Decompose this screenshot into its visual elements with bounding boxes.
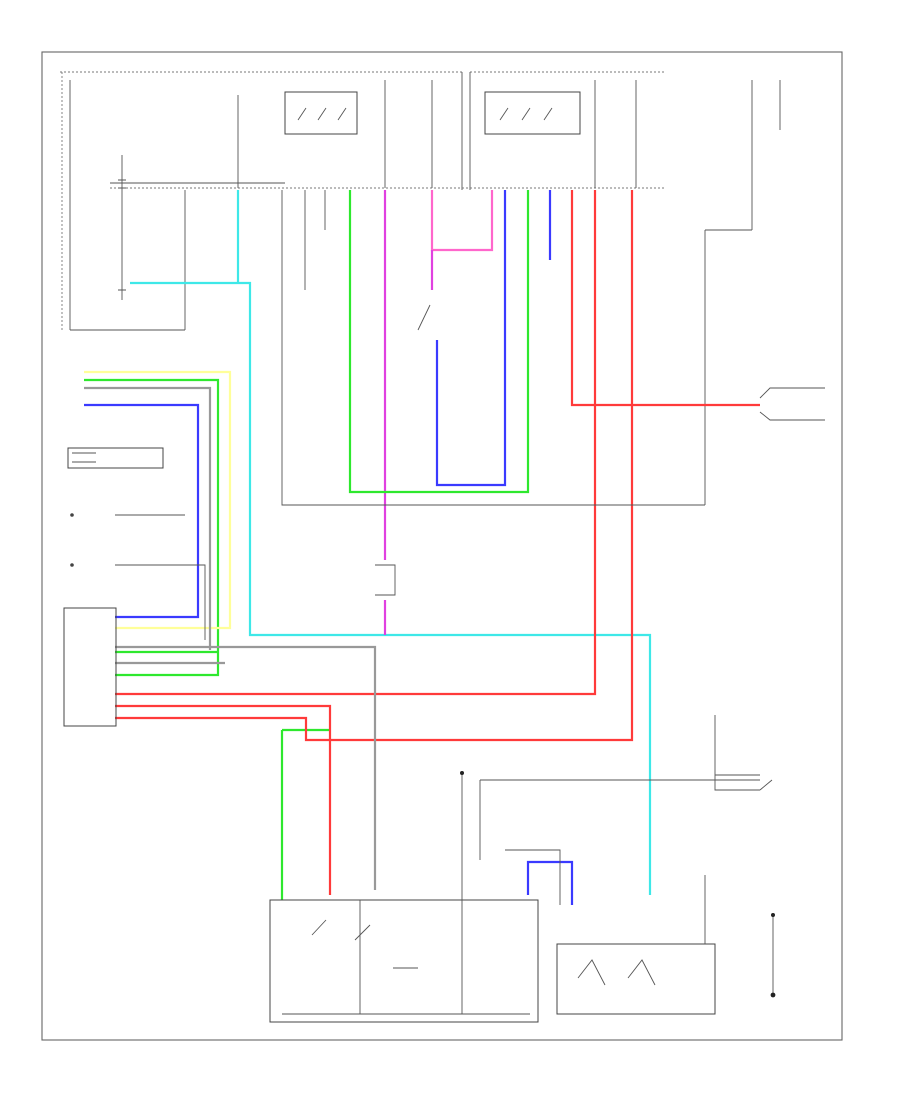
wire-blue-2 <box>84 403 574 905</box>
wire-yellow <box>84 370 232 630</box>
right-sensor-top <box>759 387 825 399</box>
switch-contact-icon <box>297 107 347 121</box>
connector-icon <box>70 563 74 567</box>
ground-symbol-icon <box>771 913 775 917</box>
switch-box-1 <box>67 447 164 469</box>
control-unit-box <box>556 943 716 1015</box>
switch-contact-icon <box>499 107 553 121</box>
relay-coil-icon <box>577 959 656 986</box>
connector-icon <box>460 771 464 775</box>
wire-blue <box>435 190 552 487</box>
switch-contact-icon <box>759 779 773 791</box>
wire-magenta <box>383 190 434 635</box>
right-module-block <box>479 387 825 905</box>
relay-box-left <box>284 91 358 135</box>
wire-green-2 <box>84 378 330 900</box>
switch-contact-icon <box>311 919 371 941</box>
top-relay-group <box>60 71 781 505</box>
diagram-frame <box>41 51 843 1041</box>
relay-box-right <box>484 91 581 135</box>
ground-symbol-icon <box>770 992 776 998</box>
wire-black <box>115 190 705 640</box>
connector-icon <box>118 179 126 291</box>
connector-icon <box>70 513 74 517</box>
wire-red <box>570 190 760 407</box>
control-link-1 <box>714 715 760 791</box>
wire-gray <box>84 386 377 890</box>
right-sensor-bottom <box>759 411 825 421</box>
wire-pink <box>430 190 494 252</box>
headlamp-housing <box>269 899 539 1023</box>
switch-contact-icon <box>72 452 96 463</box>
wire-cyan <box>130 190 652 895</box>
bottom-headlamp-block <box>269 771 776 1023</box>
left-switch-block <box>67 447 164 567</box>
ecu-box-left <box>63 607 117 727</box>
instrument-panel-block <box>70 155 186 331</box>
switch-contact-icon <box>417 304 431 331</box>
wire-green <box>348 190 530 494</box>
relay-coil-icon <box>375 564 396 596</box>
wire-red-2 <box>115 190 634 895</box>
control-link-5 <box>505 849 561 905</box>
